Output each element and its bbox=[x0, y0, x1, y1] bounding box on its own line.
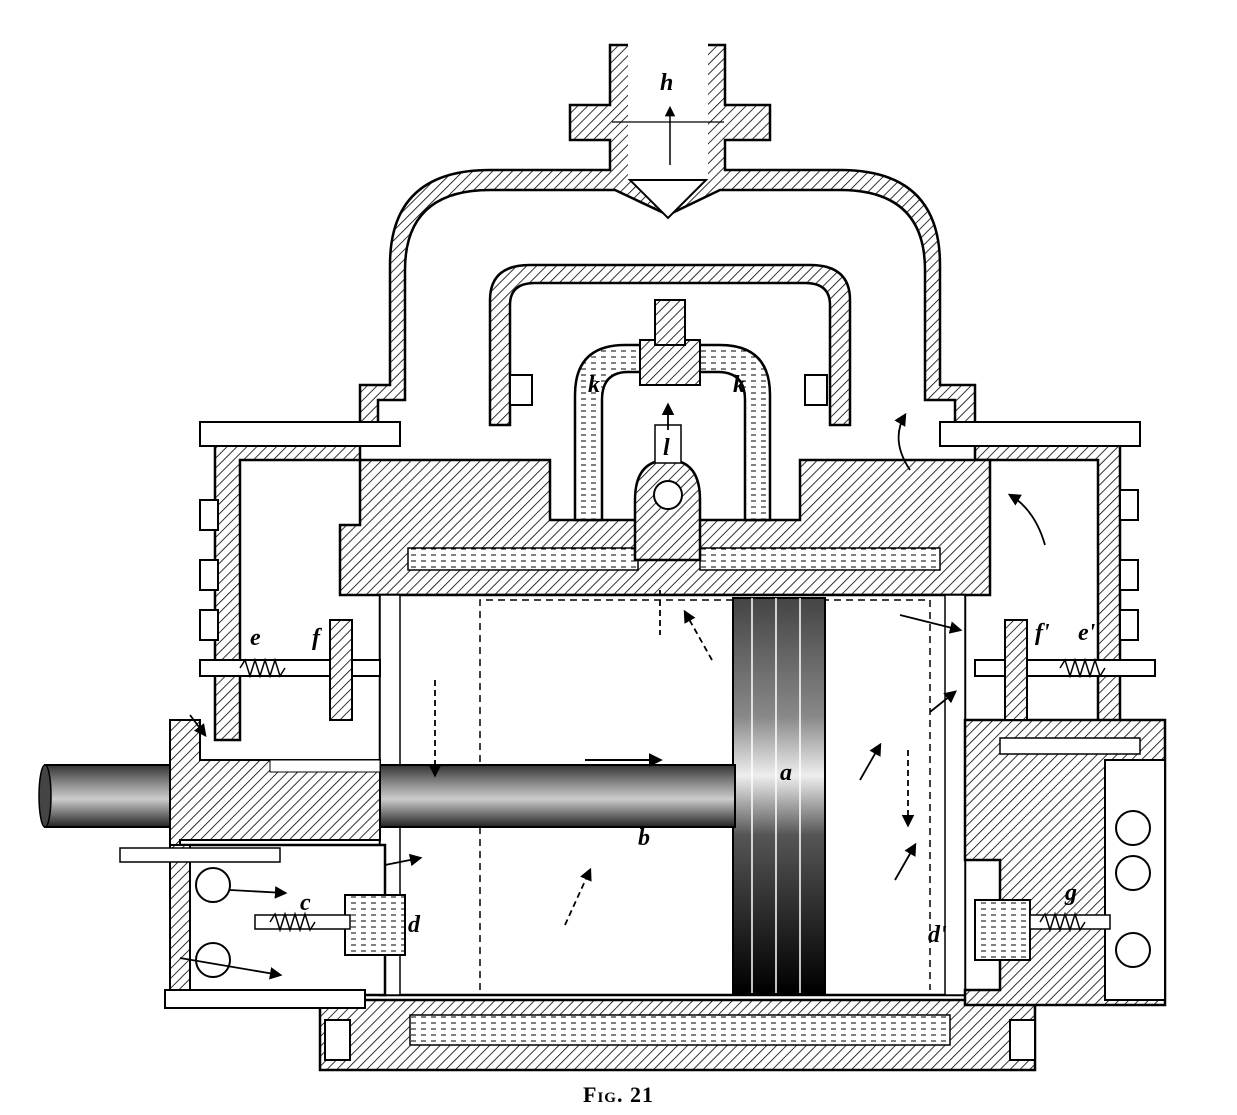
pin-support-l bbox=[633, 458, 702, 562]
label-d: d bbox=[408, 912, 421, 938]
right-water-channel bbox=[699, 547, 941, 571]
label-d-prime: d' bbox=[928, 922, 947, 948]
valve-seat-d bbox=[344, 894, 406, 956]
label-f: f bbox=[312, 625, 322, 651]
label-h: h bbox=[660, 70, 673, 96]
right-port-3 bbox=[1115, 932, 1151, 968]
label-g: g bbox=[1064, 880, 1077, 906]
left-top-bolt bbox=[119, 847, 281, 863]
right-valve-disc-f-prime bbox=[1004, 619, 1028, 721]
label-e-prime: e' bbox=[1078, 620, 1096, 646]
discharge-valve-cone bbox=[627, 179, 709, 220]
right-port-1 bbox=[1115, 810, 1151, 846]
valve-spring-c bbox=[269, 911, 316, 933]
right-tie-bolt bbox=[939, 421, 1141, 447]
inner-dome-jacket bbox=[488, 263, 852, 427]
valve-spring-g bbox=[1039, 911, 1086, 933]
valve-seat-d-prime bbox=[974, 899, 1031, 961]
left-valve-spring-e bbox=[239, 657, 286, 679]
label-l: l bbox=[663, 435, 670, 461]
figure-caption: Fig. 21 bbox=[583, 1082, 654, 1107]
piston-a bbox=[732, 597, 826, 994]
label-b: b bbox=[638, 825, 650, 851]
label-f-prime: f' bbox=[1035, 620, 1050, 646]
pipe-stem bbox=[654, 299, 686, 346]
bottom-water-channel bbox=[409, 1014, 951, 1046]
left-port-2 bbox=[195, 942, 231, 978]
valve-stem-g bbox=[1029, 914, 1111, 930]
label-c: c bbox=[300, 890, 311, 916]
left-bottom-bolt bbox=[164, 989, 366, 1009]
housing-nuts bbox=[199, 374, 1139, 1061]
right-side-shell bbox=[973, 438, 1122, 742]
left-port-1 bbox=[195, 867, 231, 903]
left-chest-wall bbox=[169, 844, 191, 1001]
label-a: a bbox=[780, 760, 792, 786]
flow-arrows bbox=[179, 402, 1046, 980]
rod-end bbox=[38, 764, 52, 828]
right-tie-bolt-lower bbox=[999, 737, 1141, 755]
left-stuffing-box bbox=[169, 719, 381, 846]
water-pipe-loop-k bbox=[573, 343, 772, 522]
label-k-right: k bbox=[733, 372, 745, 398]
pin-bore bbox=[653, 480, 683, 510]
left-water-channel bbox=[407, 547, 639, 571]
discharge-pipe-bore bbox=[628, 40, 708, 180]
cylinder-liner-right bbox=[944, 594, 966, 996]
right-port-2 bbox=[1115, 855, 1151, 891]
label-e: e bbox=[250, 625, 261, 651]
gland-packing bbox=[269, 759, 381, 773]
label-k-left: k bbox=[588, 372, 600, 398]
left-valve-disc-f bbox=[329, 619, 353, 721]
left-tie-bolt bbox=[199, 421, 401, 447]
pipe-tee-fitting bbox=[639, 339, 701, 386]
piston-rod-b bbox=[44, 764, 736, 828]
right-valve-spring-e-prime bbox=[1059, 657, 1106, 679]
